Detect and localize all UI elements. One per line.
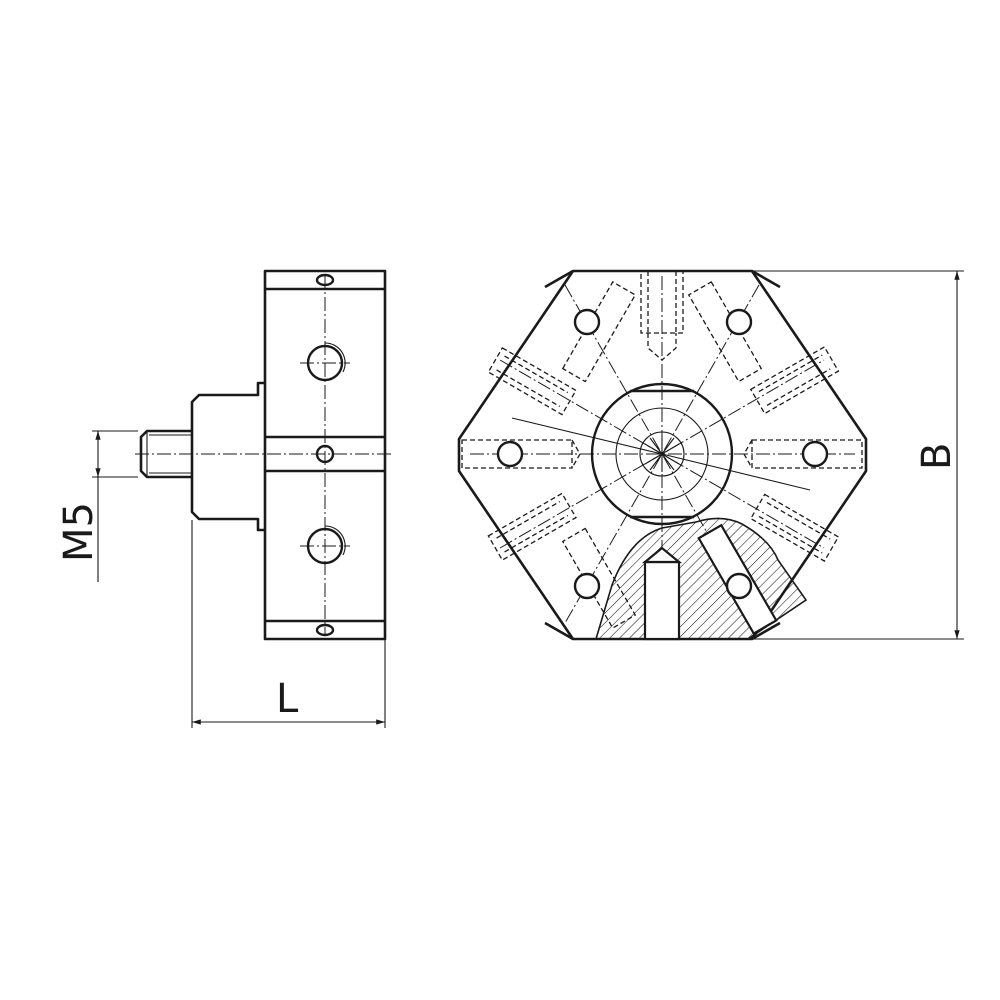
front-hole-left	[496, 440, 524, 468]
dimension-b: B	[752, 270, 964, 640]
dimension-l-label: L	[276, 676, 299, 722]
hidden-bore-right	[743, 439, 863, 469]
dimension-m5: M5	[56, 430, 138, 582]
hidden-bore-diag-ul	[561, 281, 637, 383]
side-view	[135, 269, 392, 641]
dimension-b-label: B	[914, 443, 960, 470]
hidden-bore-upper-left	[487, 346, 577, 416]
hidden-bore-left	[461, 439, 581, 469]
section-bore-center	[641, 546, 683, 641]
hidden-bore-lower-left	[487, 492, 577, 562]
hidden-bore-top	[640, 270, 684, 361]
side-hole-top	[306, 342, 346, 382]
front-hole-bottom-right	[725, 572, 753, 600]
front-hole-top-left	[573, 308, 601, 336]
front-hole-bottom-left	[573, 572, 601, 600]
front-view	[457, 269, 868, 641]
front-hole-right	[801, 440, 829, 468]
dimension-l: L	[191, 520, 386, 728]
front-hole-top-right	[725, 308, 753, 336]
side-body	[263, 269, 387, 641]
dimension-m5-label: M5	[56, 502, 102, 562]
side-hole-bottom	[306, 525, 346, 565]
hidden-bore-upper-right	[749, 345, 840, 415]
side-flange	[190, 381, 265, 532]
hidden-bore-lower-right	[749, 493, 840, 563]
hidden-bore-diag-ur	[687, 281, 763, 383]
